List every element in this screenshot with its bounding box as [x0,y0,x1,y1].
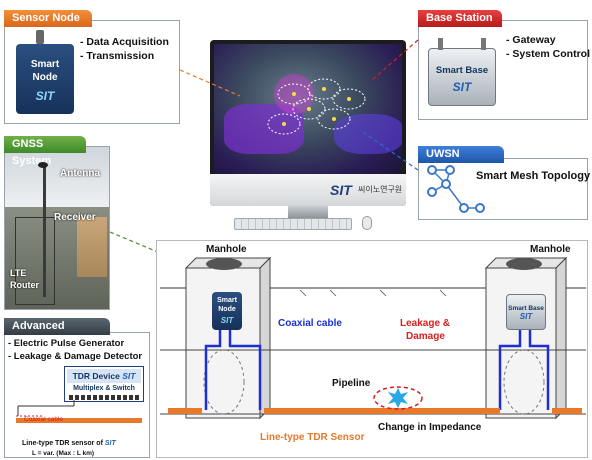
tdr-caption: Line-type TDR sensor of SIT [22,440,116,447]
smart-base-device: Smart Base SIT [428,48,496,106]
base-bullet-2: - System Control [506,48,591,60]
base-bullet-1: - Gateway [506,34,556,46]
sensor-bullet-2: - Transmission [80,50,155,62]
antenna-icon [36,30,44,44]
gnss-antenna-label: Antenna [60,168,100,179]
mouse-icon [362,216,372,230]
keyboard-icon [234,218,352,230]
pipeline-label: Pipeline [332,378,371,389]
sit-logo: SIT [104,440,116,447]
port-row [69,395,139,400]
uwsn-topology-label: Smart Mesh Topology [476,170,591,182]
gnss-antenna-icon [38,162,48,168]
smart-base-label: Smart Base [435,65,489,76]
pipeline-smart-node: Smart Node SIT [212,292,242,330]
smart-node-label-2: Node [32,72,58,83]
pipeline-node-label-2: Node [218,306,236,313]
leakage-label-2: Damage [406,331,445,342]
sit-logo: SIT [35,89,55,103]
coaxial-mini-label: Coaxial cable [24,416,64,423]
smart-node-label-1: Smart [30,59,60,70]
multiplex-label: Multiplex & Switch [73,385,135,392]
advanced-sensing-title: Advanced Sensing [4,318,110,349]
tdr-caption-1: Line-type TDR sensor of [22,440,103,447]
impedance-label: Change in Impedance [378,422,482,433]
advanced-bullet-1: - Electric Pulse Generator [8,338,125,349]
sensor-bullet-1: - Data Acquisition [80,36,169,48]
monitor-brand-sub: 씨이노연구원 [358,185,403,194]
monitor-screen-map [214,44,402,174]
sensor-node-title: Sensor Node [4,10,92,27]
tdr-caption-2: L = var. (Max : L km) [32,450,95,457]
base-antenna-icon [481,38,486,50]
smart-node-device: Smart Node SIT [16,44,74,114]
pipeline-smart-base: Smart Base SIT [506,294,546,330]
sit-logo: SIT [519,312,533,321]
tdr-device-label: TDR Device [72,371,120,381]
mesh-topology-icon [427,165,485,213]
pipeline-node-label-1: Smart [217,297,237,304]
gnss-panel [4,146,110,310]
sit-logo: SIT [220,316,234,325]
monitor-stand [288,206,328,218]
sit-logo: SIT [452,80,472,94]
manhole-left-label: Manhole [206,244,247,255]
monitor-chin: SIT 씨이노연구원 [210,174,406,206]
tdr-cable-graphic [16,400,142,423]
coaxial-cable-label: Coaxial cable [278,318,342,329]
leakage-label-1: Leakage & [400,318,451,329]
pipeline-base-label: Smart Base [508,305,544,312]
base-station-title: Base Station [418,10,502,27]
manhole-right-label: Manhole [530,244,571,255]
base-antenna-icon [438,38,443,50]
advanced-bullet-2: - Leakage & Damage Detector [8,351,143,362]
monitor-brand: SIT [330,182,352,198]
tdr-sensor-label: Line-type TDR Sensor [260,432,365,443]
tdr-device: TDR Device SIT Multiplex & Switch [64,366,144,402]
gnss-lte-label-2: Router [10,280,39,290]
gnss-lte-label-1: LTE [10,268,27,278]
sit-logo: SIT [122,371,136,381]
gnss-receiver-label: Receiver [54,212,96,223]
